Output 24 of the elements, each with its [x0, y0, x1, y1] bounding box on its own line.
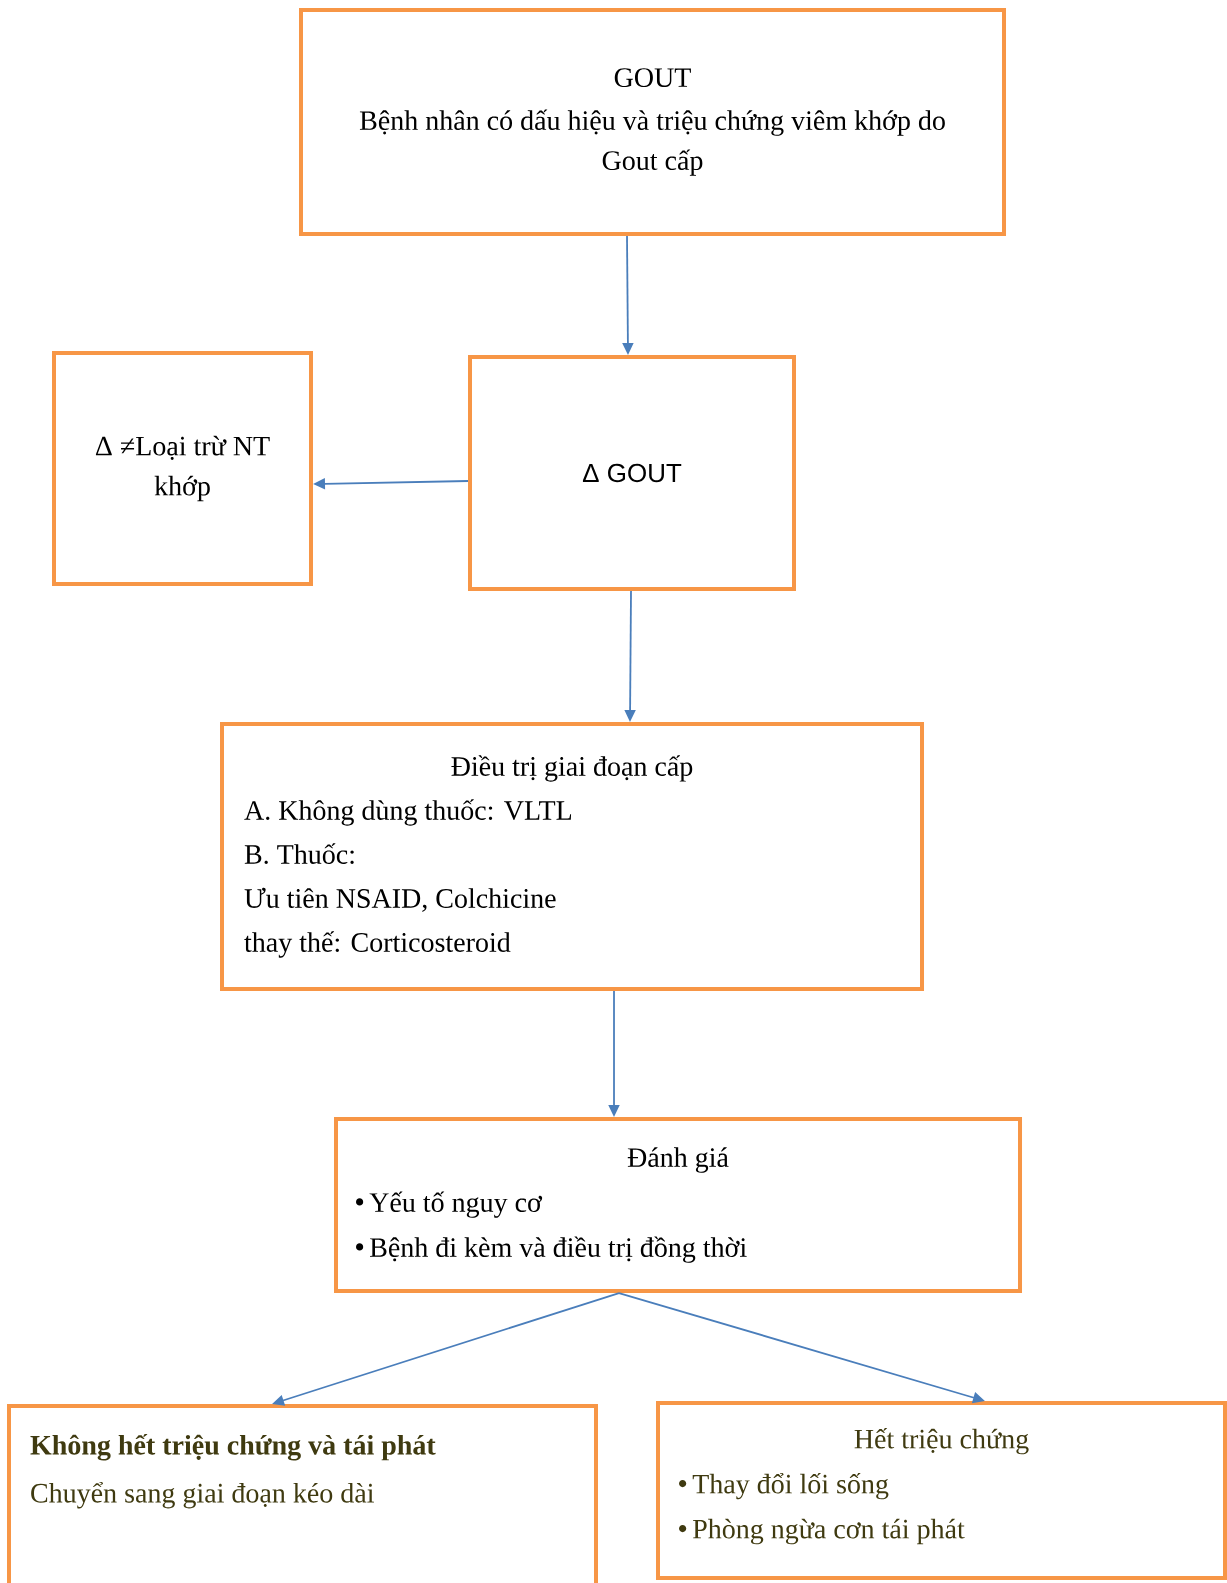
process-box — [334, 1117, 1022, 1293]
body-text: Ưu tiên NSAID, Colchicine — [244, 887, 556, 912]
heading-text: Đánh giá — [627, 1147, 729, 1173]
list-item: Bệnh đi kèm và điều trị đồng thời — [356, 1236, 747, 1263]
body-text: thay thế: Corticosteroid — [244, 931, 511, 958]
process-box — [468, 355, 796, 591]
list-item: Phòng ngừa cơn tái phát — [679, 1518, 965, 1545]
body-text: Chuyển sang giai đoạn kéo dài — [31, 1482, 374, 1509]
heading-text: GOUT — [614, 68, 691, 88]
box-text: Δ ≠Loại trừ NT khớp — [95, 435, 270, 502]
process-box — [52, 351, 313, 586]
heading-text: Điều trị giai đoạn cấp — [451, 755, 693, 782]
body-text: Bệnh nhân có dấu hiệu và triệu chứng viêm khớp do Gout cấp — [359, 109, 945, 176]
process-box — [7, 1404, 598, 1583]
list-item: Yếu tố nguy cơ — [356, 1191, 543, 1218]
box-text: Δ GOUT — [582, 463, 682, 483]
list-item: Thay đổi lối sống — [679, 1473, 889, 1500]
heading-text: Hết triệu chứng — [854, 1428, 1029, 1455]
heading-text: Không hết triệu chứng và tái phát — [30, 1434, 436, 1461]
process-box — [220, 722, 924, 991]
body-text: B. Thuốc: — [244, 843, 354, 864]
body-text: A. Không dùng thuốc: VLTL — [244, 799, 572, 826]
process-box — [656, 1401, 1227, 1580]
process-box — [299, 8, 1006, 236]
